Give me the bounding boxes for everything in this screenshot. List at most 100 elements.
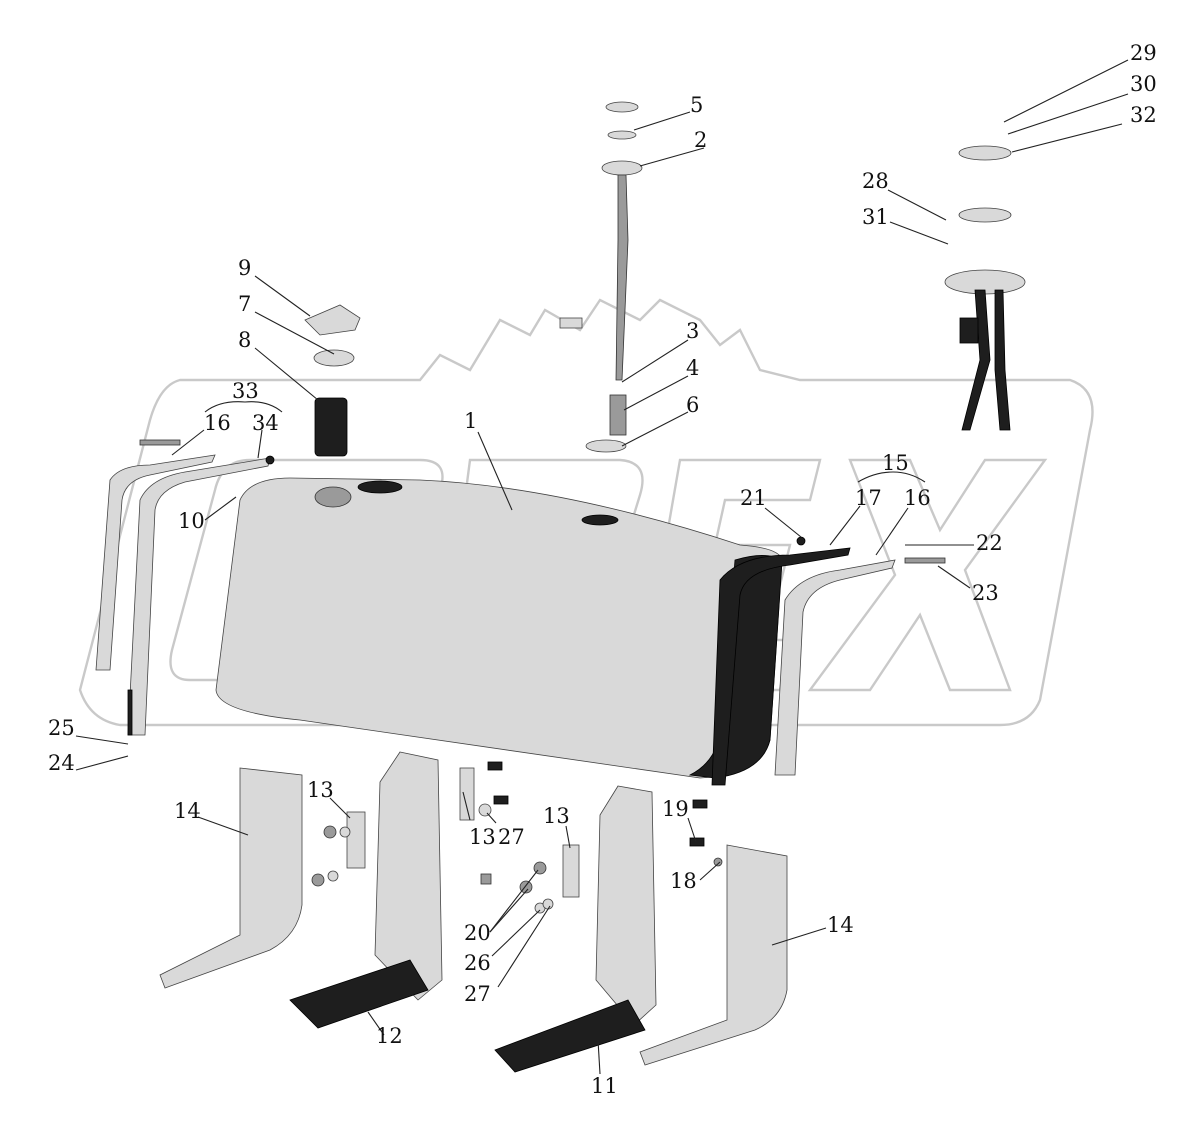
- bolt-head: [480, 873, 492, 885]
- callout-11: 11: [591, 1074, 618, 1098]
- gasket-6: [585, 439, 627, 453]
- nut-18: [713, 857, 723, 867]
- plate-13-left: [346, 811, 366, 869]
- washer: [339, 826, 351, 838]
- callout-21: 21: [740, 486, 767, 510]
- washer-27b: [542, 898, 554, 910]
- callout-16-left: 16: [204, 411, 231, 435]
- left-straps: [95, 439, 271, 736]
- gasket-intake: [958, 207, 1012, 223]
- cap-9: [304, 304, 361, 336]
- intake-group: [944, 145, 1026, 431]
- callout-13-middle: 13: [469, 825, 496, 849]
- callout-24: 24: [48, 751, 75, 775]
- sensor-flange-2: [601, 160, 643, 176]
- intake-tubes: [961, 289, 1011, 431]
- tank-sensor-opening: [581, 514, 619, 526]
- callout-14-left: 14: [174, 799, 201, 823]
- callout-32: 32: [1130, 103, 1157, 127]
- callout-25: 25: [48, 716, 75, 740]
- callout-31: 31: [862, 205, 889, 229]
- fasteners: [265, 455, 806, 914]
- bracket-11: [494, 785, 657, 1073]
- callout-7: 7: [238, 292, 251, 316]
- left-bolt-top: [139, 439, 181, 446]
- filter-8: [314, 397, 348, 457]
- callout-12: 12: [376, 1024, 403, 1048]
- gasket-7: [313, 349, 355, 367]
- float: [559, 317, 583, 329]
- callout-33: 33: [232, 379, 259, 403]
- callout-14-right: 14: [827, 913, 854, 937]
- right-strap-16: [774, 559, 896, 776]
- callout-18: 18: [670, 869, 697, 893]
- callout-30: 30: [1130, 72, 1157, 96]
- callout-17: 17: [855, 486, 882, 510]
- callout-9: 9: [238, 256, 251, 280]
- right-straps: [711, 547, 946, 786]
- plate-14-right: [639, 844, 788, 1066]
- callout-29: 29: [1130, 41, 1157, 65]
- callout-8: 8: [238, 328, 251, 352]
- plate-13-middle: [459, 767, 475, 821]
- callout-19: 19: [662, 797, 689, 821]
- watermark-letter-x: [807, 458, 1048, 692]
- sensor-rod: [615, 174, 629, 381]
- nut: [311, 873, 325, 887]
- tank-filler-neck: [314, 486, 352, 508]
- washer: [327, 870, 339, 882]
- bolt-19: [692, 799, 708, 809]
- bracket-11-upright: [595, 785, 657, 1026]
- callout-15: 15: [882, 451, 909, 475]
- callout-10: 10: [178, 509, 205, 533]
- strainer-4: [609, 394, 627, 436]
- callout-34: 34: [252, 411, 279, 435]
- nut: [323, 825, 337, 839]
- level-sensor-group: [559, 101, 643, 453]
- callout-27-middle: 27: [498, 825, 525, 849]
- callout-2: 2: [694, 128, 707, 152]
- brace-33: [204, 401, 283, 413]
- callout-28: 28: [862, 169, 889, 193]
- bolt: [487, 761, 503, 771]
- callout-5: 5: [690, 93, 703, 117]
- callout-13-right: 13: [543, 804, 570, 828]
- intake-box: [959, 317, 979, 344]
- callout-26: 26: [464, 951, 491, 975]
- bracket-12-foot: [289, 959, 429, 1029]
- callout-16-right: 16: [904, 486, 931, 510]
- callout-13-left: 13: [307, 778, 334, 802]
- filler-cap-group: [304, 304, 361, 457]
- ring-34: [265, 455, 275, 465]
- callout-3: 3: [686, 319, 699, 343]
- right-strap-17: [711, 547, 851, 786]
- cover-32: [958, 145, 1012, 161]
- callout-20: 20: [464, 921, 491, 945]
- leader-lines: [75, 59, 1129, 1075]
- brace-15: [857, 471, 926, 483]
- callout-1: 1: [464, 409, 477, 433]
- plate-13-right: [562, 844, 580, 898]
- callout-6: 6: [686, 393, 699, 417]
- callout-labels: 1 2 3 4 5 6 7 8 9 10 11 12 13 13 13 14 1…: [48, 41, 1157, 1098]
- fuel-tank: [215, 477, 783, 779]
- bracket-12-upright: [374, 751, 443, 1001]
- callout-4: 4: [686, 356, 699, 380]
- left-bolt-bottom: [127, 689, 133, 736]
- left-outer-strap: [95, 454, 216, 671]
- callout-22: 22: [976, 531, 1003, 555]
- callout-27-lower: 27: [464, 982, 491, 1006]
- bolt-19b: [689, 837, 705, 847]
- tank-body: [215, 477, 783, 779]
- watermark-gear-outline: [78, 298, 1094, 727]
- right-bolt-23: [904, 557, 946, 564]
- cover-5: [605, 101, 639, 113]
- ring-5b: [607, 130, 637, 140]
- washer-27: [478, 803, 492, 817]
- bracket-12: [289, 751, 443, 1029]
- bracket-11-foot: [494, 999, 646, 1073]
- left-inner-strap: [127, 457, 271, 736]
- plate-14-left: [159, 767, 303, 989]
